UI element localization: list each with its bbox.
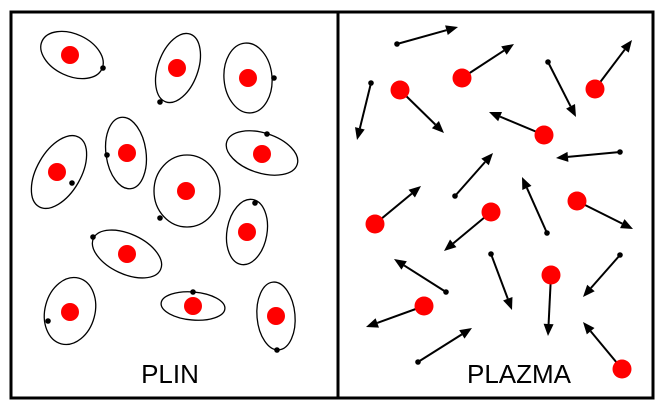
velocity-arrow <box>396 29 447 45</box>
ion <box>365 214 385 234</box>
atom <box>90 229 163 279</box>
electron <box>100 65 106 71</box>
nucleus <box>253 145 271 163</box>
free-electron <box>617 149 623 155</box>
arrowhead <box>481 153 493 166</box>
free-electron <box>544 230 550 236</box>
ion <box>390 80 410 100</box>
velocity-arrow <box>567 151 621 158</box>
arrowhead <box>583 322 595 335</box>
arrowhead <box>620 40 632 53</box>
arrowhead <box>556 151 569 162</box>
arrowhead <box>366 318 379 328</box>
nucleus <box>118 144 136 162</box>
electron <box>274 347 280 353</box>
orbit <box>225 198 269 266</box>
ion <box>414 296 434 316</box>
free-electron <box>452 193 458 199</box>
arrowhead <box>489 112 502 122</box>
atom <box>160 289 226 321</box>
nucleus <box>267 307 285 325</box>
free-electron <box>488 251 494 257</box>
free-electron <box>415 359 421 365</box>
free-electron <box>443 289 449 295</box>
arrowhead <box>583 284 595 297</box>
free-electron <box>545 59 551 65</box>
arrowhead <box>566 104 576 117</box>
nucleus <box>61 46 79 64</box>
orbit <box>30 135 88 209</box>
arrowhead <box>394 259 407 270</box>
ion <box>567 191 587 211</box>
ion <box>481 202 501 222</box>
electron <box>69 180 75 186</box>
arrowhead <box>444 239 457 251</box>
arrowhead <box>355 127 365 140</box>
electron <box>252 200 258 206</box>
free-electron <box>617 252 623 258</box>
orbit <box>153 154 221 228</box>
electron <box>104 152 110 158</box>
arrowhead <box>543 323 554 336</box>
atom <box>225 130 299 176</box>
plasma-label: PLAZMA <box>467 359 572 389</box>
velocity-arrow <box>417 333 463 363</box>
electron <box>157 99 163 105</box>
nucleus <box>177 182 195 200</box>
arrowhead <box>620 219 633 229</box>
nucleus <box>118 245 136 263</box>
ion <box>612 359 632 379</box>
orbit <box>154 32 202 104</box>
electron <box>45 318 51 324</box>
arrowhead <box>459 328 472 339</box>
ion <box>585 79 605 99</box>
electron <box>157 215 163 221</box>
atom <box>104 116 148 190</box>
electron <box>271 75 277 81</box>
velocity-arrow <box>358 82 372 129</box>
atom <box>223 42 277 114</box>
velocity-arrow <box>590 254 621 289</box>
arrowhead <box>445 25 458 36</box>
free-electron <box>368 80 374 86</box>
ion <box>452 68 472 88</box>
ion <box>541 265 561 285</box>
outer-frame <box>9 10 655 400</box>
velocity-arrow <box>490 253 509 300</box>
atom <box>153 154 221 228</box>
nucleus <box>239 69 257 87</box>
free-electron <box>394 41 400 47</box>
atom <box>30 135 88 209</box>
gas-panel <box>30 30 299 353</box>
electron <box>90 234 96 240</box>
velocity-arrow <box>525 187 548 234</box>
nucleus <box>48 163 66 181</box>
arrowhead <box>503 297 513 310</box>
nucleus <box>184 297 202 315</box>
arrowhead <box>408 186 421 198</box>
electron <box>190 289 196 295</box>
nucleus <box>168 59 186 77</box>
arrowhead <box>522 177 532 190</box>
ion <box>534 125 554 145</box>
velocity-arrow <box>547 61 572 107</box>
arrowhead <box>431 121 444 133</box>
atom <box>40 30 106 80</box>
atom <box>154 32 202 105</box>
arrowhead <box>501 44 514 55</box>
gas-label: PLIN <box>141 359 199 389</box>
atom <box>225 198 269 266</box>
plasma-panel <box>355 25 633 379</box>
velocity-arrow <box>454 161 486 197</box>
nucleus <box>238 223 256 241</box>
velocity-arrow <box>403 264 447 293</box>
atom <box>43 276 97 346</box>
atom <box>256 281 296 353</box>
electron <box>264 131 270 137</box>
orbit <box>43 276 97 346</box>
nucleus <box>61 303 79 321</box>
orbit <box>223 42 273 114</box>
